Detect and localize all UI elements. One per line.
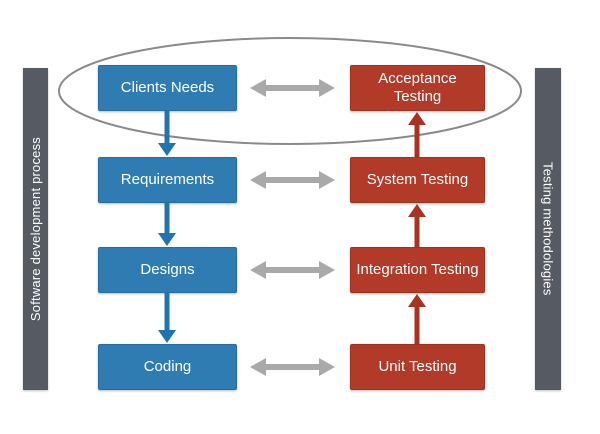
testing-box-acceptance-testing: Acceptance Testing	[350, 65, 485, 111]
testing-box-unit-testing: Unit Testing	[350, 344, 485, 390]
process-box-label: Clients Needs	[120, 79, 215, 96]
left-vertical-bar: Software development process	[23, 68, 48, 390]
testing-box-label: Acceptance Testing	[378, 70, 457, 105]
process-down-arrow-3	[158, 293, 176, 343]
testing-up-arrow-1	[408, 112, 426, 157]
testing-box-label: Integration Testing	[356, 261, 479, 278]
testing-box-integration-testing: Integration Testing	[350, 247, 485, 293]
process-box-label: Coding	[143, 358, 192, 375]
testing-up-arrow-3	[408, 294, 426, 344]
bidirectional-arrow-row-3	[250, 261, 335, 279]
process-box-designs: Designs	[98, 247, 237, 293]
process-down-arrow-2	[158, 203, 176, 246]
right-vertical-bar-label: Testing methodologies	[540, 162, 556, 296]
testing-box-system-testing: System Testing	[350, 157, 485, 203]
process-box-coding: Coding	[98, 344, 237, 390]
right-vertical-bar: Testing methodologies	[535, 68, 561, 390]
bidirectional-arrow-row-4	[250, 358, 335, 376]
testing-box-label: Unit Testing	[378, 358, 457, 375]
bidirectional-arrow-row-2	[250, 171, 335, 189]
process-box-clients-needs: Clients Needs	[98, 65, 237, 111]
left-vertical-bar-label: Software development process	[28, 136, 43, 322]
process-box-label: Designs	[140, 261, 195, 278]
testing-up-arrow-2	[408, 204, 426, 247]
testing-box-label: System Testing	[366, 171, 469, 188]
process-box-label: Requirements	[120, 171, 215, 188]
process-box-requirements: Requirements	[98, 157, 237, 203]
bidirectional-arrow-row-1	[250, 79, 335, 97]
process-down-arrow-1	[158, 111, 176, 156]
